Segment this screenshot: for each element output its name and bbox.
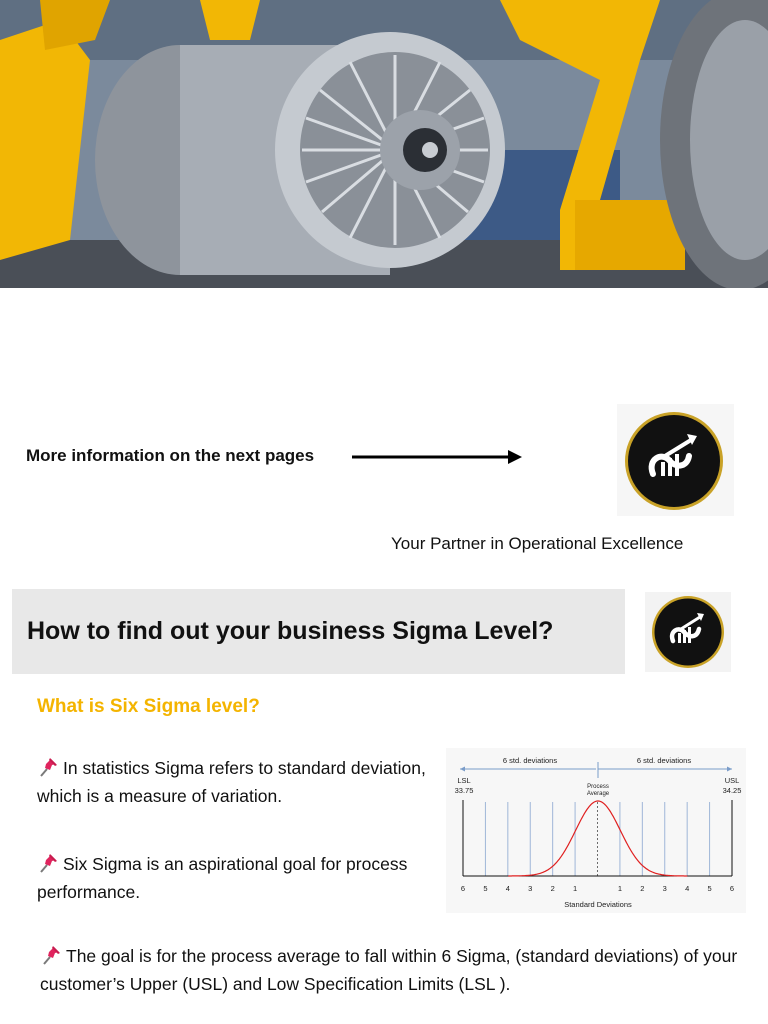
turbine-illustration xyxy=(0,0,768,288)
six-sigma-chart: 6 std. deviations 6 std. deviations LSL … xyxy=(446,748,746,913)
company-logo xyxy=(617,404,734,516)
average-label: Average xyxy=(587,791,610,797)
page-title: How to find out your business Sigma Leve… xyxy=(27,617,554,645)
tick-label: 1 xyxy=(573,884,577,893)
right-arrow-icon xyxy=(352,450,522,464)
tick-label: 2 xyxy=(551,884,555,893)
company-logo-small xyxy=(645,592,731,672)
pushpin-icon xyxy=(43,946,60,965)
tick-label: 6 xyxy=(730,884,734,893)
next-pages-label: More information on the next pages xyxy=(26,446,315,465)
tagline: Your Partner in Operational Excellence xyxy=(391,534,684,553)
tick-label: 5 xyxy=(483,884,487,893)
normal-curve xyxy=(508,800,688,877)
tick-label: 5 xyxy=(707,884,711,893)
pushpin-icon xyxy=(40,758,57,777)
usl-label: USL xyxy=(725,776,740,785)
x-axis-label: Standard Deviations xyxy=(564,900,632,909)
paragraph-2: Six Sigma is an aspirational goal for pr… xyxy=(37,850,457,906)
paragraph-text: The goal is for the process average to f… xyxy=(40,946,738,994)
paragraph-1: In statistics Sigma refers to standard d… xyxy=(37,754,437,810)
six-sigma-distribution-figure: 6 std. deviations 6 std. deviations LSL … xyxy=(455,756,742,909)
paragraph-text: In statistics Sigma refers to standard d… xyxy=(37,758,426,806)
pushpin-icon xyxy=(40,854,57,873)
growth-chart-logo-icon xyxy=(625,412,723,510)
tick-label: 4 xyxy=(685,884,689,893)
tick-label: 4 xyxy=(506,884,510,893)
process-label: Process xyxy=(587,784,609,790)
paragraph-3: The goal is for the process average to f… xyxy=(40,942,760,998)
hero-image xyxy=(0,0,768,288)
tick-label: 2 xyxy=(640,884,644,893)
tick-label: 3 xyxy=(528,884,532,893)
growth-chart-logo-icon xyxy=(652,596,724,668)
title-banner: How to find out your business Sigma Leve… xyxy=(12,589,625,674)
section-subheading: What is Six Sigma level? xyxy=(37,696,260,717)
usl-value: 34.25 xyxy=(723,786,742,795)
right-span-label: 6 std. deviations xyxy=(637,756,691,765)
tick-label: 3 xyxy=(663,884,667,893)
lsl-label: LSL xyxy=(457,776,470,785)
tick-label: 1 xyxy=(618,884,622,893)
sigma-tick-labels: 6 5 4 3 2 1 1 2 3 4 5 6 xyxy=(461,884,734,893)
lsl-value: 33.75 xyxy=(455,786,474,795)
paragraph-text: Six Sigma is an aspirational goal for pr… xyxy=(37,854,408,902)
sigma-grid xyxy=(484,802,711,876)
left-span-label: 6 std. deviations xyxy=(503,756,557,765)
tick-label: 6 xyxy=(461,884,465,893)
